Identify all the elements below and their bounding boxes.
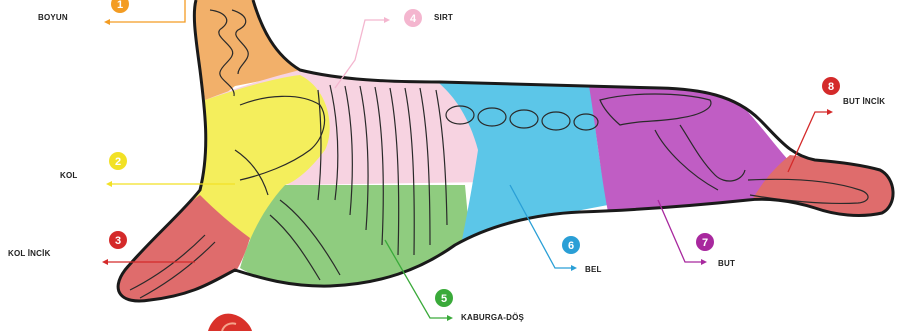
callout-4-label: SIRT — [434, 13, 453, 22]
region-brisket — [240, 185, 470, 290]
callout-4-number: 4 — [410, 13, 417, 25]
callout-6-label: BEL — [585, 265, 602, 274]
callout-7[interactable]: 7 BUT — [658, 200, 735, 268]
callout-4[interactable]: 4 SIRT — [335, 9, 453, 88]
callout-2-label: KOL — [60, 171, 78, 180]
meat-icon — [208, 314, 252, 331]
callout-3-number: 3 — [115, 235, 121, 247]
callout-1-number: 1 — [117, 0, 123, 11]
callout-1-label: BOYUN — [38, 13, 68, 22]
callout-2-number: 2 — [115, 156, 121, 168]
callout-6-number: 6 — [568, 240, 574, 252]
callout-8-number: 8 — [828, 81, 834, 93]
callout-5-label: KABURGA-DÖŞ — [461, 313, 525, 322]
callout-7-number: 7 — [702, 237, 708, 249]
callout-7-label: BUT — [718, 259, 735, 268]
callout-1[interactable]: 1 BOYUN — [38, 0, 185, 25]
callout-5-number: 5 — [441, 293, 447, 305]
callout-8-label: BUT İNCİK — [843, 97, 885, 106]
callout-3-label: KOL İNCİK — [8, 249, 51, 258]
